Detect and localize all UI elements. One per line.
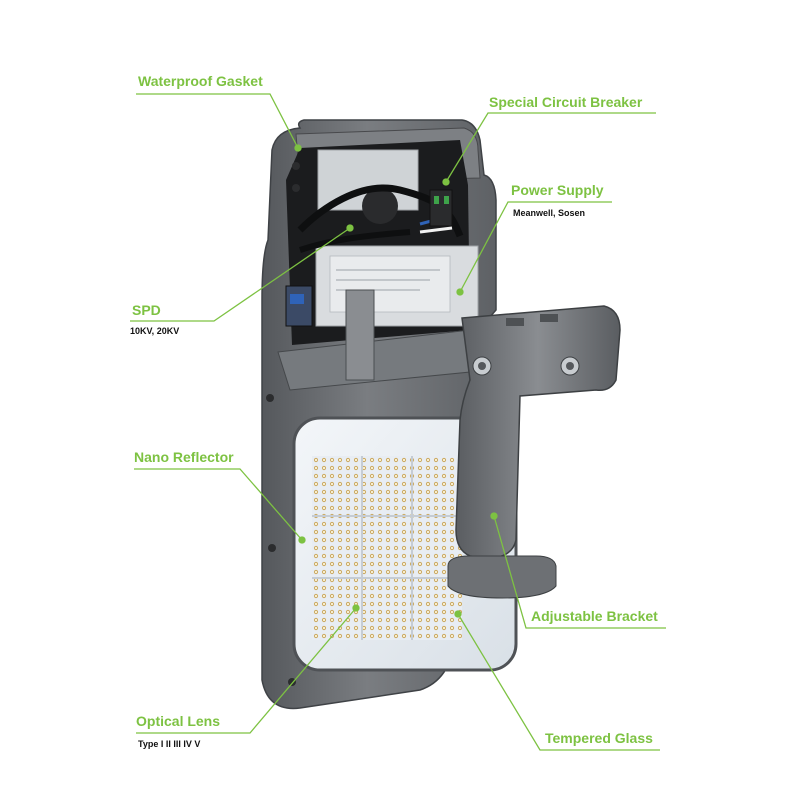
label-spd: SPD: [132, 302, 161, 318]
label-tempered-glass: Tempered Glass: [545, 730, 653, 746]
sublabel-optical-lens: Type I II III IV V: [138, 739, 201, 749]
callout-line-power-supply: [459, 201, 612, 293]
callout-line-spd: [130, 227, 351, 322]
label-nano-reflector: Nano Reflector: [134, 449, 234, 465]
callout-line-adjustable-bracket: [493, 515, 666, 629]
callout-line-tempered-glass: [457, 613, 660, 751]
adjustable-bracket: [447, 305, 621, 599]
callout-line-optical-lens: [136, 607, 357, 734]
label-power-supply: Power Supply: [511, 182, 604, 198]
callout-line-nano-reflector: [134, 468, 303, 541]
sublabel-power-supply: Meanwell, Sosen: [513, 208, 586, 218]
label-optical-lens: Optical Lens: [136, 713, 221, 729]
callout-line-waterproof-gasket: [136, 93, 299, 149]
sublabel-spd: 10KV, 20KV: [130, 326, 180, 336]
label-adjustable-bracket: Adjustable Bracket: [531, 608, 658, 624]
callout-lines: [130, 93, 666, 751]
label-special-circuit-breaker: Special Circuit Breaker: [489, 94, 643, 110]
label-waterproof-gasket: Waterproof Gasket: [138, 73, 263, 89]
callout-line-circuit-breaker: [445, 112, 656, 183]
